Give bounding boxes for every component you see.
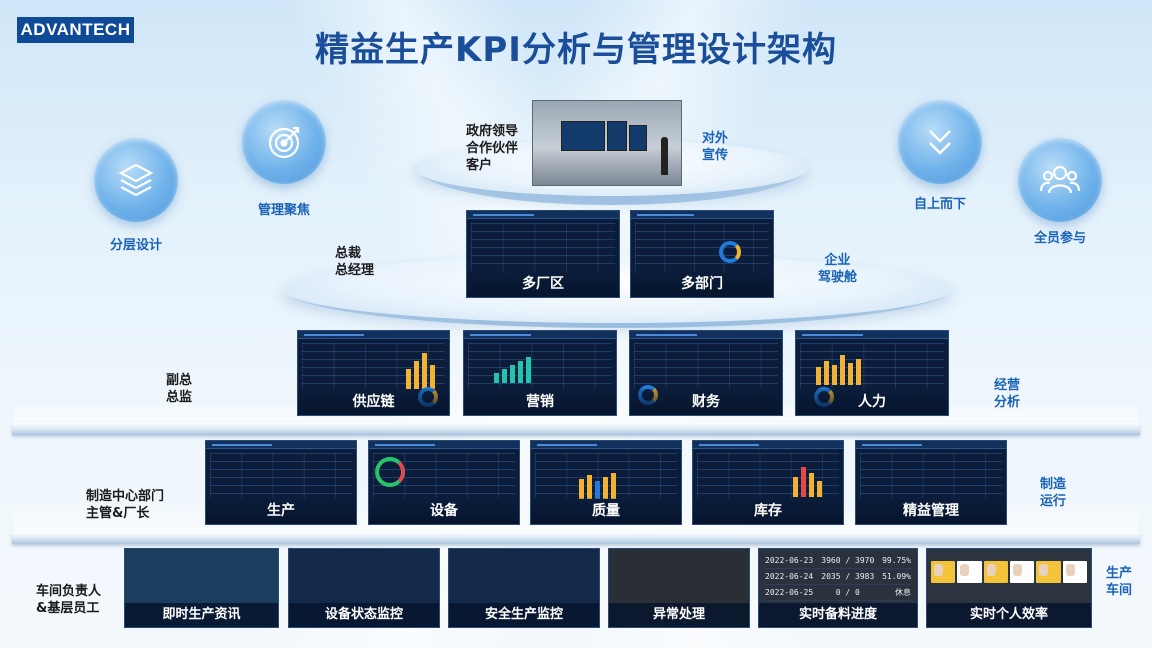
mfg-tier-purpose: 制造 运行 <box>1040 477 1067 509</box>
dashboard-supply-chain[interactable]: 供应链 <box>297 330 450 416</box>
panel-label: 财务 <box>630 389 782 415</box>
shop-tier-purpose: 生产 车间 <box>1106 566 1133 598</box>
page-title: 精益生产KPI分析与管理设计架构 <box>315 30 837 70</box>
principle-label-all-staff: 全员参与 <box>1033 231 1086 246</box>
panel-label: 设备状态监控 <box>289 603 439 627</box>
dashboard-realtime-production-info[interactable]: 即时生产资讯 <box>124 548 279 628</box>
panel-label: 即时生产资讯 <box>125 603 278 627</box>
top-tier-audience: 政府领导 合作伙伴 客户 <box>466 124 519 173</box>
panel-label: 人力 <box>796 389 948 415</box>
showroom-photo <box>532 100 682 186</box>
exec-tier-audience: 总裁 总经理 <box>335 246 375 278</box>
principle-label-layered: 分层设计 <box>109 238 162 253</box>
panel-label: 多部门 <box>631 271 773 297</box>
panel-label: 库存 <box>693 498 843 524</box>
panel-label: 实时备料进度 <box>759 603 917 627</box>
panel-label: 安全生产监控 <box>449 603 599 627</box>
dashboard-material-progress[interactable]: 2022-06-23 3960 / 3970 99.75% 2022-06-24… <box>758 548 918 628</box>
panel-label: 实时个人效率 <box>927 603 1091 627</box>
dashboard-lean-management[interactable]: 精益管理 <box>855 440 1007 525</box>
dashboard-hr[interactable]: 人力 <box>795 330 949 416</box>
shop-tier-audience: 车间负责人 &基层员工 <box>36 584 102 616</box>
people-icon <box>1018 138 1102 222</box>
dashboard-safety-monitoring[interactable]: 安全生产监控 <box>448 548 600 628</box>
top-tier-purpose: 对外 宣传 <box>702 131 729 163</box>
exec-tier-purpose: 企业 驾驶舱 <box>818 253 858 285</box>
dashboard-multi-plant[interactable]: 多厂区 <box>466 210 620 298</box>
dashboard-exception-handling[interactable]: 异常处理 <box>608 548 750 628</box>
employee-grid <box>931 561 1087 583</box>
dashboard-finance[interactable]: 财务 <box>629 330 783 416</box>
advantech-logo: ADVANTECH <box>17 17 134 43</box>
material-progress-table: 2022-06-23 3960 / 3970 99.75% 2022-06-24… <box>765 553 911 601</box>
dashboard-multi-department[interactable]: 多部门 <box>630 210 774 298</box>
panel-label: 多厂区 <box>467 271 619 297</box>
mfg-tier-audience: 制造中心部门 主管&厂长 <box>86 489 165 521</box>
dashboard-marketing[interactable]: 营销 <box>463 330 617 416</box>
table-row: 2022-06-24 2035 / 3983 51.09% <box>765 569 911 585</box>
panel-label: 精益管理 <box>856 498 1006 524</box>
panel-label: 质量 <box>531 498 681 524</box>
layers-icon <box>94 138 178 222</box>
panel-label: 生产 <box>206 498 356 524</box>
ops-tier-audience: 副总 总监 <box>166 373 193 405</box>
panel-label: 供应链 <box>298 389 449 415</box>
panel-label: 设备 <box>369 498 519 524</box>
table-row: 2022-06-23 3960 / 3970 99.75% <box>765 553 911 569</box>
dashboard-equipment-status[interactable]: 设备状态监控 <box>288 548 440 628</box>
ops-shelf <box>12 423 1140 435</box>
principle-label-topdown: 自上而下 <box>913 197 966 212</box>
panel-label: 异常处理 <box>609 603 749 627</box>
principle-label-focus: 管理聚焦 <box>257 203 310 218</box>
target-icon <box>242 100 326 184</box>
chevrons-down-icon <box>898 100 982 184</box>
ops-tier-purpose: 经营 分析 <box>994 378 1021 410</box>
dashboard-equipment[interactable]: 设备 <box>368 440 520 525</box>
dashboard-inventory[interactable]: 库存 <box>692 440 844 525</box>
dashboard-quality[interactable]: 质量 <box>530 440 682 525</box>
panel-label: 营销 <box>464 389 616 415</box>
dashboard-personal-efficiency[interactable]: 实时个人效率 <box>926 548 1092 628</box>
mfg-shelf <box>12 532 1140 544</box>
table-row: 2022-06-25 0 / 0 休息 <box>765 585 911 601</box>
dashboard-production[interactable]: 生产 <box>205 440 357 525</box>
